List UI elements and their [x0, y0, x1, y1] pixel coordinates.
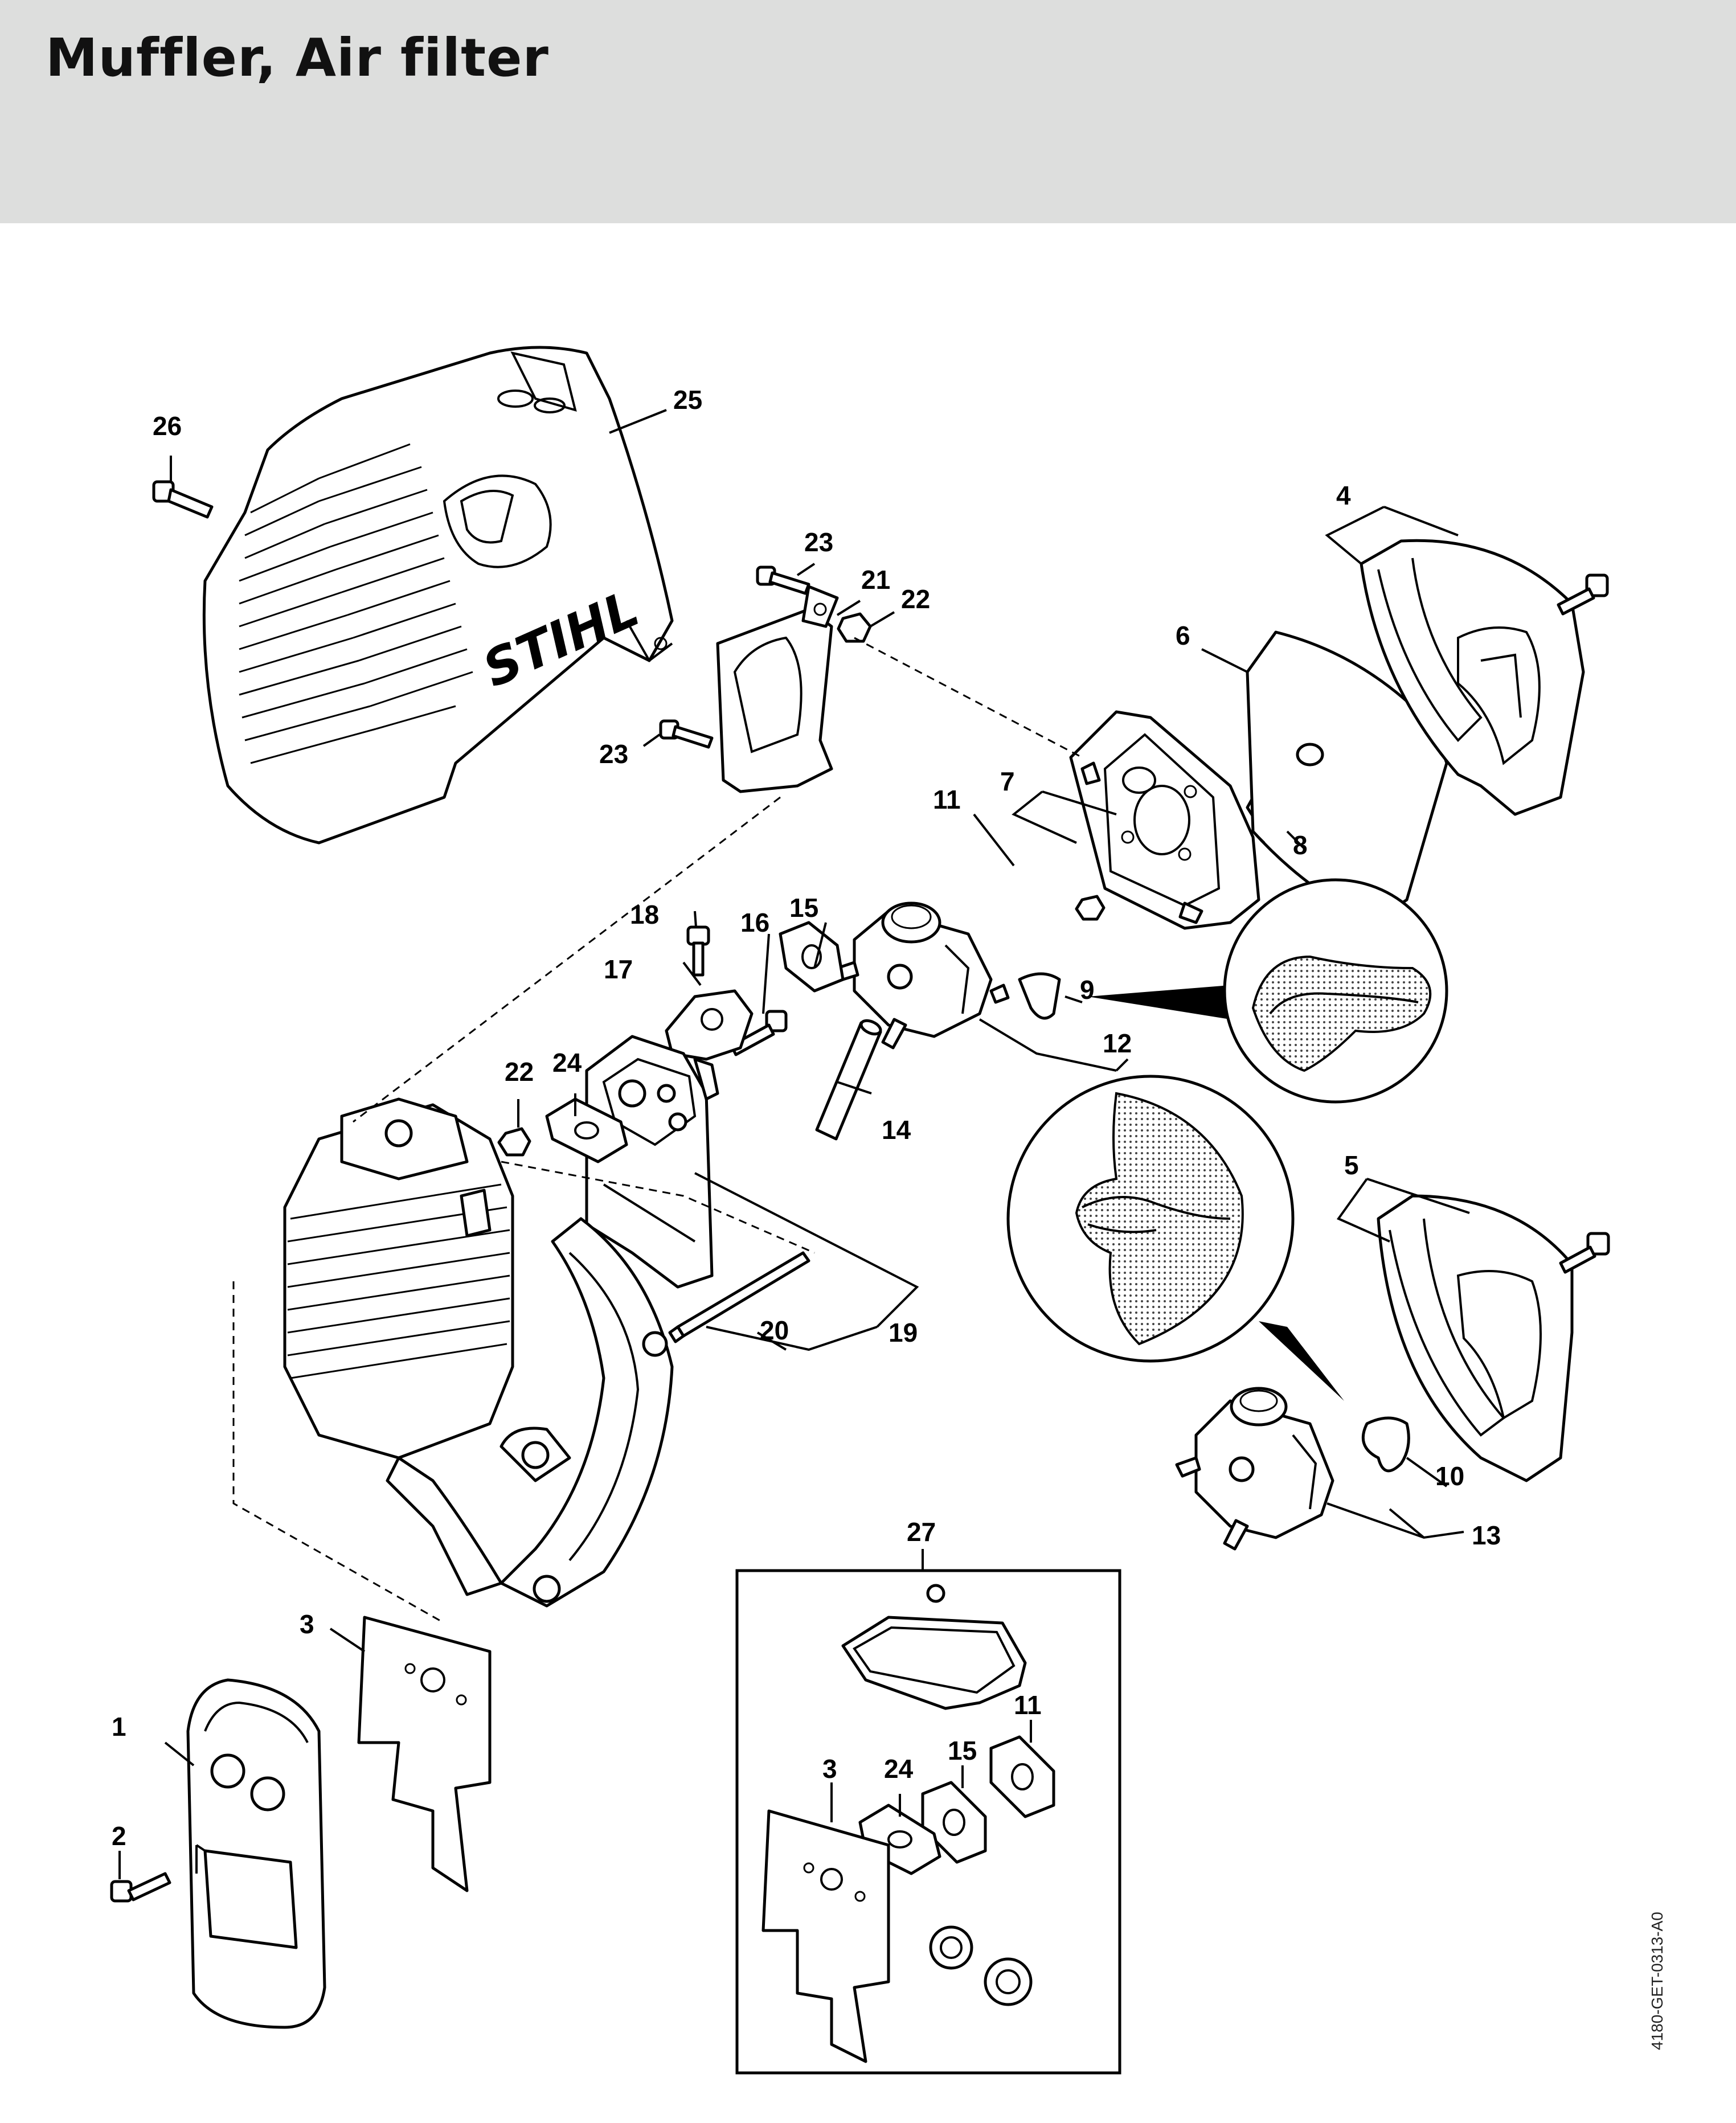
page-title: Muffler, Air filter	[46, 27, 549, 88]
choke-lever-9	[1018, 972, 1061, 1020]
carburetor-12	[836, 901, 1010, 1050]
callout-11b: 11	[1014, 1690, 1042, 1720]
callout-8: 8	[1293, 830, 1308, 860]
callout-22a: 22	[901, 584, 930, 614]
callout-27: 27	[907, 1517, 936, 1547]
screw-23-top	[756, 565, 810, 595]
callout-15a: 15	[789, 893, 818, 923]
gasket-kit-box	[735, 1569, 1121, 2075]
screw-4	[1557, 573, 1609, 616]
callout-20: 20	[760, 1315, 789, 1345]
callout-23b: 23	[599, 739, 628, 769]
screw-5	[1559, 1232, 1610, 1274]
cable-guide-17	[665, 989, 754, 1061]
engine-cylinder	[283, 1097, 571, 1482]
callout-21: 21	[861, 565, 890, 595]
callout-7: 7	[1000, 767, 1015, 796]
title-banner: Muffler, Air filter	[0, 0, 1736, 223]
bolt-20	[668, 1251, 810, 1343]
screw-18	[686, 925, 710, 977]
filter-cover-4	[1360, 539, 1585, 816]
choke-lever-10	[1361, 1416, 1410, 1473]
screw-2	[110, 1872, 171, 1903]
callout-4: 4	[1336, 481, 1351, 510]
nut-22-top	[837, 612, 872, 643]
callout-25: 25	[673, 385, 702, 415]
callout-26: 26	[153, 411, 182, 441]
gasket-15	[779, 921, 845, 993]
callout-15b: 15	[948, 1736, 977, 1765]
callout-16: 16	[740, 908, 769, 937]
callout-1: 1	[112, 1712, 126, 1741]
callout-19: 19	[889, 1318, 918, 1347]
detail-inset-top	[1088, 878, 1448, 1104]
callout-5: 5	[1344, 1150, 1359, 1180]
muffler-gasket-3	[357, 1616, 492, 1892]
detail-inset-bottom	[1006, 1075, 1344, 1401]
tube-14	[815, 1019, 882, 1141]
filter-cover-5	[1377, 1194, 1574, 1482]
callout-13: 13	[1472, 1520, 1501, 1550]
fan-housing	[386, 1217, 674, 1608]
callout-23a: 23	[804, 527, 833, 557]
nut-22-mid	[497, 1127, 531, 1157]
air-filter	[1246, 630, 1448, 924]
carburetor-bracket	[716, 585, 839, 793]
dashed-assembly-lines	[232, 637, 1083, 1624]
callout-18: 18	[630, 900, 659, 929]
muffler-1	[186, 1678, 326, 2029]
screw-26	[152, 480, 214, 519]
callout-22b: 22	[505, 1057, 534, 1087]
intake-flange-19	[585, 1035, 719, 1289]
callout-2: 2	[112, 1821, 126, 1851]
callout-labels: 1 2 3 3 4 5 6 7 8 9 10 11 11 12 13 14 15…	[112, 385, 1501, 1851]
callout-9: 9	[1080, 975, 1095, 1005]
callout-11a: 11	[933, 785, 961, 814]
callout-3a: 3	[300, 1609, 314, 1639]
callout-12: 12	[1103, 1028, 1132, 1058]
carburetor-13	[1175, 1387, 1334, 1551]
shroud-part: STIHL	[202, 346, 674, 845]
filter-base	[1069, 710, 1260, 930]
nut-7-left	[1075, 895, 1106, 921]
callout-24a: 24	[552, 1048, 582, 1077]
callout-6: 6	[1176, 621, 1190, 650]
callout-10: 10	[1435, 1461, 1464, 1491]
document-code: 4180-GET-0313-A0	[1648, 1912, 1666, 2050]
callout-24b: 24	[884, 1754, 914, 1784]
callout-14: 14	[882, 1115, 911, 1145]
leader-lines	[118, 409, 1470, 1879]
screw-23-side	[659, 719, 714, 749]
callout-17: 17	[604, 954, 633, 984]
callout-3b: 3	[822, 1754, 837, 1784]
